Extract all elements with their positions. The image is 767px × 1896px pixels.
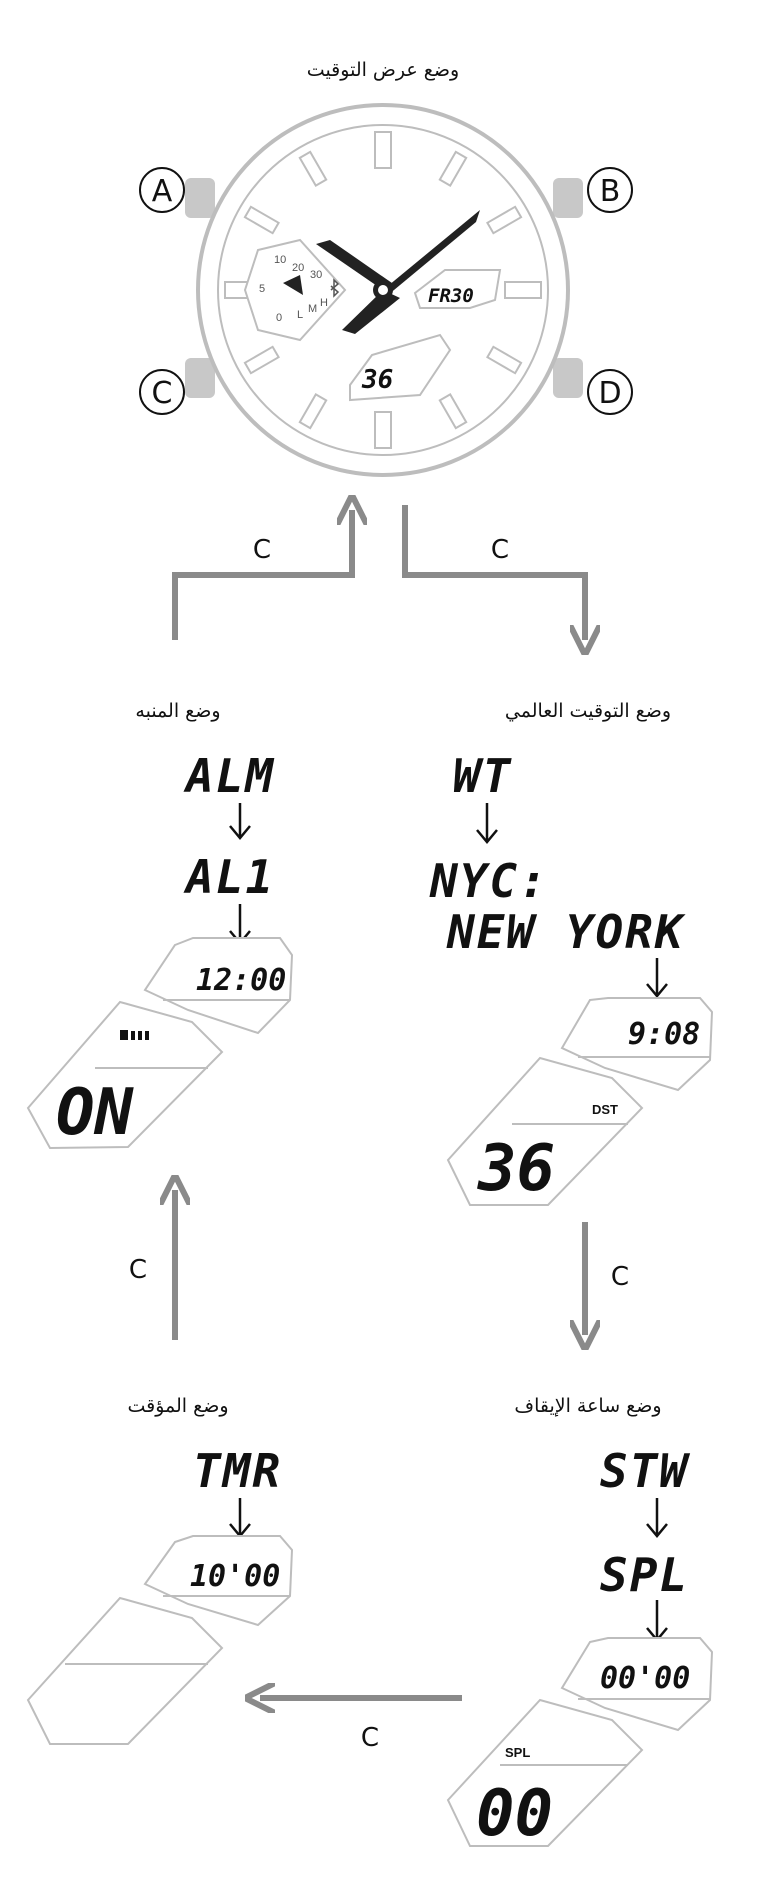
world-step-2: NYC: bbox=[429, 854, 549, 908]
subdial-number: 5 bbox=[259, 283, 265, 295]
stopwatch-lower-window bbox=[446, 1698, 644, 1847]
flow-arrow-label: C bbox=[611, 1262, 629, 1292]
lower-display: 36 bbox=[349, 333, 452, 402]
world-time-mode-title: وضع التوقيت العالمي bbox=[505, 700, 671, 722]
minute-hand bbox=[383, 210, 480, 295]
button-b-label: B bbox=[600, 174, 621, 209]
button-d-stem[interactable] bbox=[553, 358, 583, 398]
timer-mode-title: وضع المؤقت bbox=[127, 1395, 228, 1417]
dst-indicator: DST bbox=[592, 1102, 618, 1117]
down-arrow-icon bbox=[229, 803, 251, 840]
world-time-sequence: WT NYC: NEW YORK 9:08 DST 36 bbox=[429, 749, 714, 1206]
down-arrow-icon bbox=[646, 1498, 668, 1538]
flow-arrow-label: C bbox=[253, 535, 271, 565]
button-a-label: A bbox=[152, 174, 173, 209]
bluetooth-icon bbox=[330, 278, 340, 298]
subdial-number: 30 bbox=[310, 269, 322, 281]
world-step-1: WT bbox=[453, 749, 512, 803]
button-b-label-circle bbox=[587, 167, 633, 213]
button-c-stem[interactable] bbox=[185, 358, 215, 398]
world-time: 9:08 bbox=[628, 1017, 700, 1052]
alarm-step-2: AL1 bbox=[183, 850, 275, 904]
alarm-step-1: ALM bbox=[183, 749, 275, 803]
lower-display-digits: 36 bbox=[361, 365, 393, 395]
down-arrow-icon bbox=[476, 803, 498, 844]
down-arrow-icon bbox=[646, 958, 668, 998]
stopwatch-step-1: STW bbox=[600, 1444, 690, 1498]
flow-arrow-label: C bbox=[491, 535, 509, 565]
alarm-state: ON bbox=[56, 1076, 135, 1150]
stopwatch-step-2: SPL bbox=[600, 1548, 689, 1602]
flow-arrow-label: C bbox=[129, 1255, 147, 1285]
timer-lower-window bbox=[26, 1596, 224, 1745]
day-display: FR30 bbox=[428, 285, 474, 307]
subdial-hand bbox=[283, 275, 303, 295]
world-lower-window bbox=[446, 1056, 644, 1206]
subdial-number: 0 bbox=[276, 312, 282, 324]
day-window: FR30 bbox=[413, 269, 502, 309]
hour-markers bbox=[224, 131, 542, 449]
flow-arrow-alarm-to-time bbox=[172, 510, 352, 640]
subdial-number: 20 bbox=[292, 262, 304, 274]
stopwatch-time: 00'00 bbox=[600, 1661, 690, 1696]
button-a-label-circle bbox=[139, 167, 185, 213]
alarm-sequence: ALM AL1 12:00 ON bbox=[26, 749, 294, 1150]
button-d-label: D bbox=[598, 376, 621, 411]
subdial-letter: L bbox=[297, 309, 303, 321]
watch-face: 10 20 30 5 0 L M H FR30 36 bbox=[139, 103, 633, 477]
stopwatch-mode-title: وضع ساعة الإيقاف bbox=[514, 1395, 661, 1417]
timer-time: 10'00 bbox=[190, 1559, 280, 1594]
spl-indicator: SPL bbox=[505, 1745, 530, 1760]
world-step-3: NEW YORK bbox=[446, 905, 686, 959]
stopwatch-seconds: 00 bbox=[476, 1777, 553, 1851]
button-c-label-circle bbox=[139, 369, 185, 415]
alarm-bars-icon bbox=[120, 1030, 149, 1040]
watch-hands bbox=[316, 210, 480, 334]
alarm-time: 12:00 bbox=[196, 963, 286, 998]
timekeeping-mode-title: وضع عرض التوقيت bbox=[307, 59, 459, 81]
button-a-stem[interactable] bbox=[185, 178, 215, 218]
button-c-label: C bbox=[152, 376, 173, 411]
subdial-number: 10 bbox=[274, 254, 286, 266]
stopwatch-sequence: STW SPL 00'00 SPL 00 bbox=[446, 1444, 714, 1851]
button-b-stem[interactable] bbox=[553, 178, 583, 218]
world-time-window bbox=[560, 997, 714, 1092]
subdial-left: 10 20 30 5 0 L M H bbox=[243, 238, 347, 342]
flow-arrow-time-to-world bbox=[402, 505, 585, 640]
timer-step-1: TMR bbox=[193, 1444, 282, 1498]
button-d-label-circle bbox=[587, 369, 633, 415]
subdial-letter: H bbox=[320, 297, 328, 309]
world-seconds: 36 bbox=[477, 1132, 555, 1206]
hour-hand bbox=[342, 290, 400, 334]
timer-sequence: TMR 10'00 bbox=[26, 1444, 294, 1745]
flow-arrow-label: C bbox=[361, 1723, 379, 1753]
hour-hand-back bbox=[316, 240, 392, 290]
alarm-lower-window bbox=[26, 1000, 224, 1150]
subdial-letter: M bbox=[308, 303, 317, 315]
down-arrow-icon bbox=[229, 1498, 251, 1538]
down-arrow-icon bbox=[646, 1600, 668, 1642]
alarm-mode-title: وضع المنبه bbox=[135, 700, 220, 722]
